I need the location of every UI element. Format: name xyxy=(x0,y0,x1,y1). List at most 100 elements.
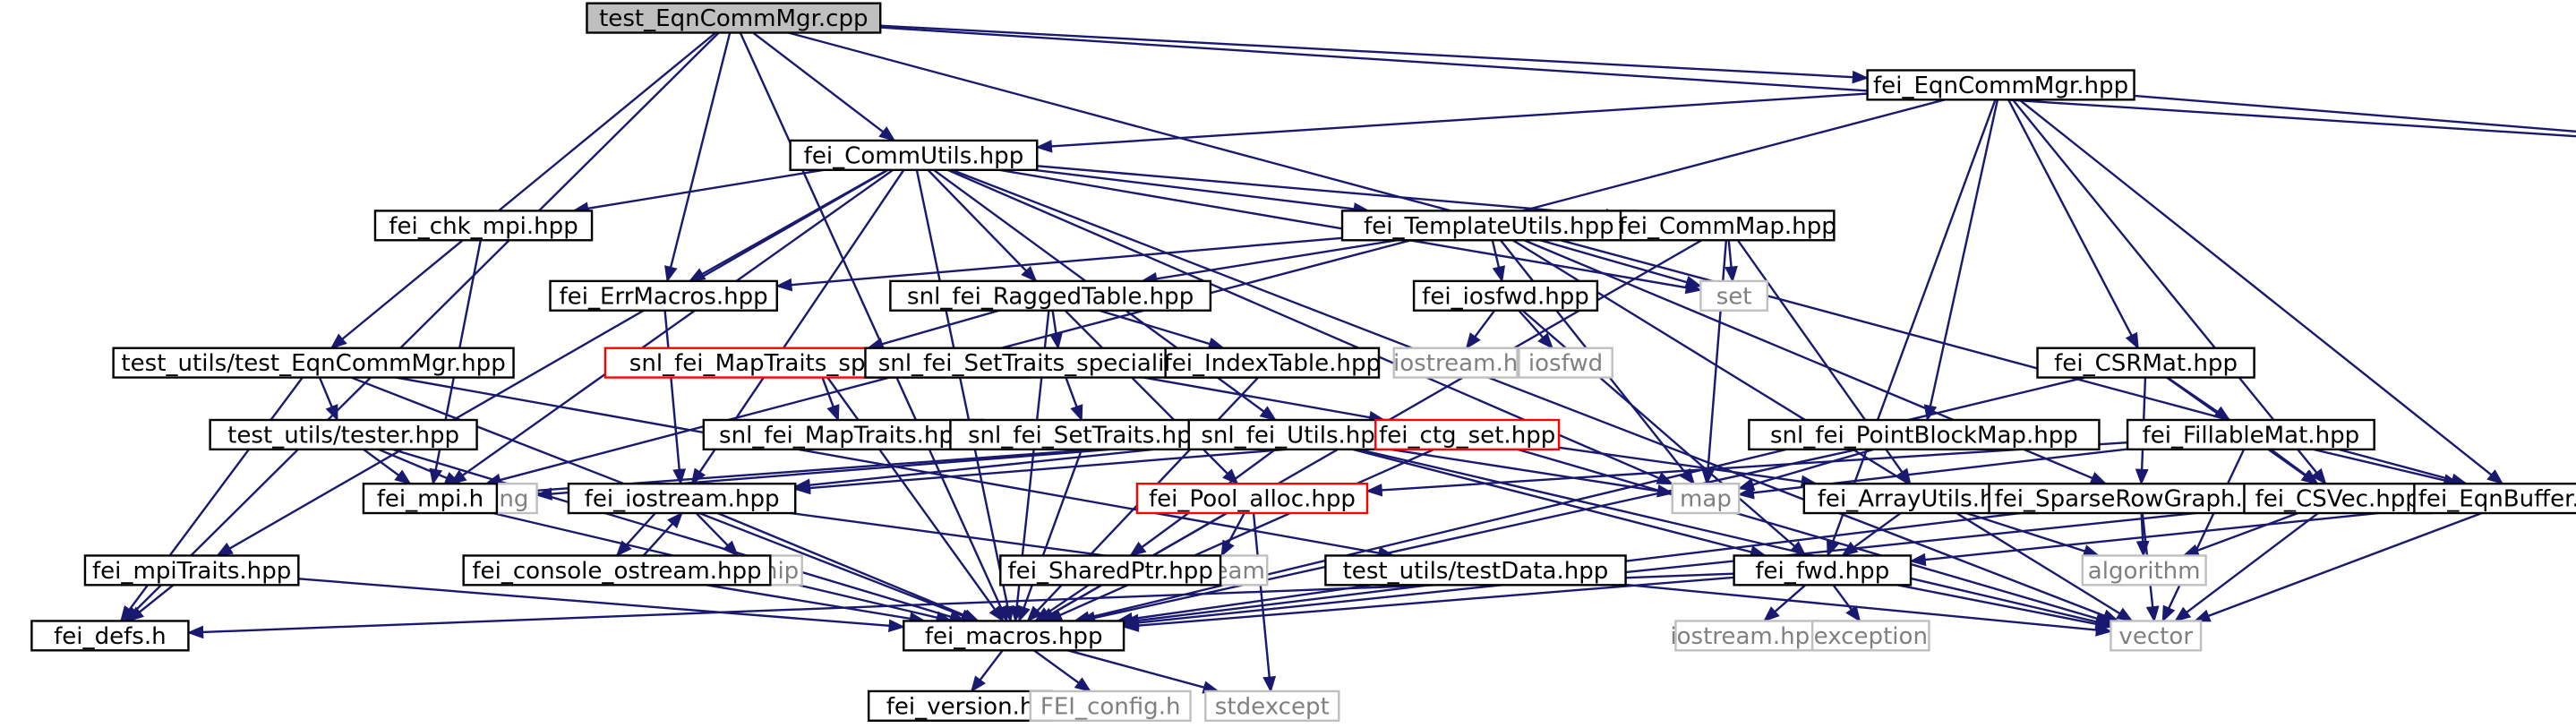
node-iosfwdhpp[interactable]: fei_iosfwd.hpp xyxy=(1412,279,1599,312)
node-label-eqnbuffer: fei_EqnBuffer.hpp xyxy=(2418,486,2576,513)
node-mpih[interactable]: fei_mpi.h xyxy=(362,482,499,515)
edge-feiiostream-to-macros xyxy=(716,511,980,622)
edge-raggedtable-to-indextable xyxy=(1099,309,1226,350)
node-testutils_eqn[interactable]: test_utils/test_EqnCommMgr.hpp xyxy=(112,347,515,379)
edge-sharedptr-to-macros xyxy=(1033,584,1090,622)
node-label-snlutils: snl_fei_Utils.hpp xyxy=(1201,423,1390,450)
edge-commutils-to-chkmpi xyxy=(571,168,825,215)
node-fwd[interactable]: fei_fwd.hpp xyxy=(1733,554,1913,587)
edge-root-to-testutils_eqn xyxy=(329,31,717,349)
node-tester[interactable]: test_utils/tester.hpp xyxy=(209,418,478,451)
node-label-commmap: fei_CommMap.hpp xyxy=(1619,213,1836,240)
node-testdata[interactable]: test_utils/testData.hpp xyxy=(1324,554,1627,587)
node-maptraits[interactable]: snl_fei_MapTraits.hpp xyxy=(702,418,985,451)
node-snlutils[interactable]: snl_fei_Utils.hpp xyxy=(1187,418,1404,451)
node-macros[interactable]: fei_macros.hpp xyxy=(903,620,1125,652)
edge-root-to-commutils xyxy=(752,31,896,142)
edge-eqncommmgr-to-procEqns xyxy=(2134,94,2576,133)
edge-csvec-to-macros xyxy=(1122,507,2245,630)
edge-root-to-eqncommmgr xyxy=(880,24,1870,84)
node-label-poolalloc: fei_Pool_alloc.hpp xyxy=(1149,486,1356,513)
node-label-defs: fei_defs.h xyxy=(54,623,167,650)
node-csrmat[interactable]: fei_CSRMat.hpp xyxy=(2036,347,2255,379)
node-iostreamhpp: iostream.hpp xyxy=(1670,620,1825,652)
edge-templateutils-to-iosfwdhpp xyxy=(1491,239,1506,283)
node-iosfwd: iosfwd xyxy=(1518,347,1613,379)
edge-fillablemat-to-poolalloc xyxy=(1365,441,2128,497)
node-commutils[interactable]: fei_CommUtils.hpp xyxy=(789,139,1039,171)
node-raggedtable[interactable]: snl_fei_RaggedTable.hpp xyxy=(889,279,1212,312)
edge-pointblockmap-to-macros xyxy=(1078,448,1858,624)
node-box-testdata xyxy=(1324,554,1627,587)
node-root[interactable]: test_EqnCommMgr.cpp xyxy=(586,2,882,34)
node-eqncommmgr[interactable]: fei_EqnCommMgr.hpp xyxy=(1866,69,2135,101)
node-settraits[interactable]: snl_fei_SetTraits.hpp xyxy=(949,418,1226,451)
node-ctgset[interactable]: fei_ctg_set.hpp xyxy=(1374,418,1561,451)
edge-snlutils-to-map xyxy=(1390,448,1674,498)
node-box-templateutils xyxy=(1340,210,1637,242)
node-chkmpi[interactable]: fei_chk_mpi.hpp xyxy=(373,210,594,242)
node-box-ctgset xyxy=(1374,418,1561,451)
node-label-testdata: test_utils/testData.hpp xyxy=(1343,558,1609,585)
node-label-ctgset: fei_ctg_set.hpp xyxy=(1379,423,1555,450)
edge-commutils-to-mpih xyxy=(449,168,894,485)
node-sparserowgraph[interactable]: fei_SparseRowGraph.hpp xyxy=(1988,482,2294,515)
edge-poolalloc-to-stdexcept xyxy=(1252,512,1277,693)
edge-csvec-to-algorithm xyxy=(2182,511,2298,557)
node-box-mpih xyxy=(362,482,499,515)
node-defs[interactable]: fei_defs.h xyxy=(30,620,190,652)
node-fillablemat[interactable]: fei_FillableMat.hpp xyxy=(2126,418,2375,451)
node-label-exception: exception xyxy=(1814,623,1928,650)
node-box-set xyxy=(1699,279,1769,312)
node-mpitraits[interactable]: fei_mpiTraits.hpp xyxy=(83,554,300,587)
node-box-defs xyxy=(30,620,190,652)
node-poolalloc[interactable]: fei_Pool_alloc.hpp xyxy=(1135,482,1369,515)
node-box-fillablemat xyxy=(2126,418,2375,451)
edge-root-to-procEqns xyxy=(880,26,2576,138)
node-label-csvec: fei_CSVec.hpp xyxy=(2255,486,2420,513)
edge-snlutils-to-fwd xyxy=(1352,448,1767,559)
node-label-mpih: fei_mpi.h xyxy=(377,486,484,513)
node-csvec[interactable]: fei_CSVec.hpp xyxy=(2243,482,2433,515)
node-commmap[interactable]: fei_CommMap.hpp xyxy=(1619,210,1836,242)
node-templateutils[interactable]: fei_TemplateUtils.hpp xyxy=(1340,210,1637,242)
node-pointblockmap[interactable]: snl_fei_PointBlockMap.hpp xyxy=(1748,418,2101,451)
node-box-chkmpi xyxy=(373,210,594,242)
node-eqnbuffer[interactable]: fei_EqnBuffer.hpp xyxy=(2413,482,2576,515)
edge-ctgset-to-macros xyxy=(1045,448,1435,622)
edge-settraits-to-macros xyxy=(1017,449,1083,623)
node-label-fwd: fei_fwd.hpp xyxy=(1755,558,1889,585)
node-errmacros[interactable]: fei_ErrMacros.hpp xyxy=(549,279,778,312)
edge-testutils_eqn-to-tester xyxy=(318,377,338,422)
node-version[interactable]: fei_version.h xyxy=(867,689,1054,722)
node-indextable[interactable]: fei_IndexTable.hpp xyxy=(1164,347,1381,379)
node-label-set: set xyxy=(1716,284,1752,311)
node-sharedptr[interactable]: fei_SharedPtr.hpp xyxy=(999,554,1222,587)
node-feiiostream[interactable]: fei_iostream.hpp xyxy=(567,482,797,515)
node-box-pointblockmap xyxy=(1748,418,2101,451)
edge-commutils-to-vector xyxy=(951,168,2119,622)
edge-eqncommmgr-to-commutils xyxy=(1035,92,1868,153)
node-box-root xyxy=(586,2,882,34)
edge-maptraits_spec-to-maptraits xyxy=(821,377,840,422)
node-label-map: map xyxy=(1680,486,1732,513)
edge-fwd-to-exception xyxy=(1832,584,1861,622)
edge-fillablemat-to-vector xyxy=(2161,449,2246,623)
edge-tester-to-macros xyxy=(392,448,967,623)
edge-fwd-to-macros xyxy=(1122,576,1734,632)
node-box-testutils_eqn xyxy=(112,347,515,379)
node-box-config xyxy=(1029,689,1192,722)
edge-raggedtable-to-settraits_spec xyxy=(1049,310,1063,350)
node-box-algorithm xyxy=(2081,554,2207,587)
node-box-eqncommmgr xyxy=(1866,69,2135,101)
node-iostreamh: iostream.h xyxy=(1392,347,1519,379)
edge-macros-to-stdexcept xyxy=(1067,649,1220,694)
edge-fwd-to-iostreamhpp xyxy=(1762,584,1807,622)
node-box-vector xyxy=(2110,620,2203,652)
edge-fwd-to-vector xyxy=(1896,584,2113,630)
edge-commutils-to-commmap xyxy=(1037,165,1622,222)
node-consoleostream[interactable]: fei_console_ostream.hpp xyxy=(462,554,772,587)
edge-snlutils-to-feiiostream xyxy=(793,444,1189,492)
edge-feiiostream-to-consoleostream xyxy=(615,512,656,557)
edge-iosfwdhpp-to-iosfwd xyxy=(1518,309,1554,350)
